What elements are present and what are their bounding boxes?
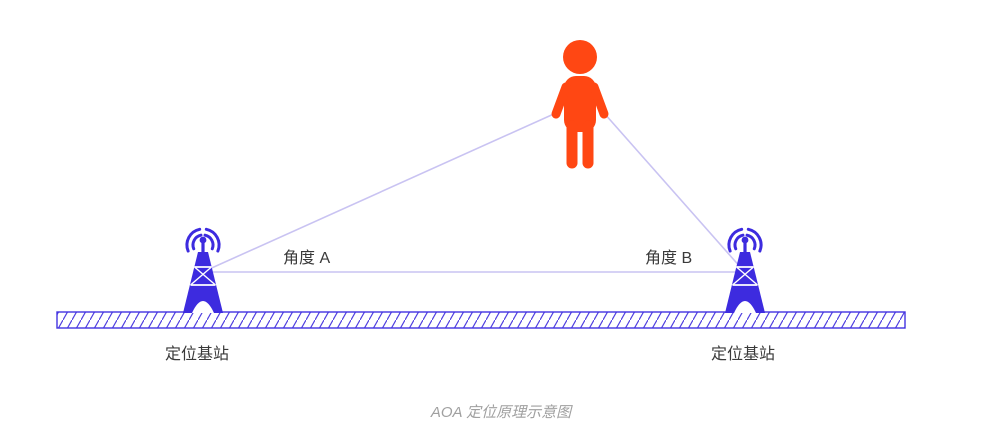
left-base-station-icon xyxy=(181,225,225,315)
left-station-label: 定位基站 xyxy=(165,345,229,363)
person-icon xyxy=(551,40,609,169)
ground-hatch xyxy=(56,311,906,329)
diagram-caption: AOA 定位原理示意图 xyxy=(430,404,573,421)
ray-left-tower-to-person xyxy=(204,112,557,272)
angle-a-label: 角度 A xyxy=(283,249,330,267)
aoa-rays xyxy=(204,112,743,273)
right-base-station-icon xyxy=(723,225,767,315)
ray-right-tower-to-person xyxy=(603,112,743,270)
right-station-label: 定位基站 xyxy=(711,345,775,363)
angle-b-label: 角度 B xyxy=(645,249,692,267)
